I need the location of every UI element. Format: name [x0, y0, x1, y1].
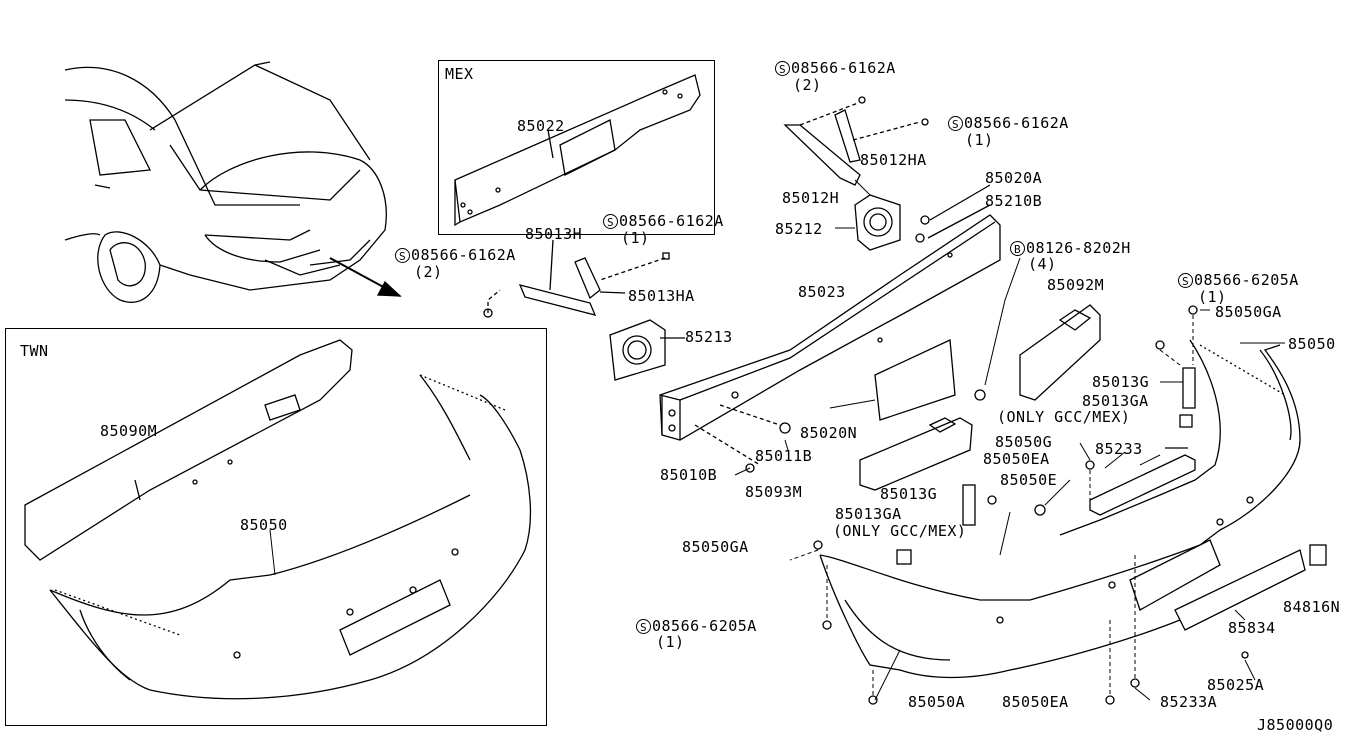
part-label-85213: 85213	[685, 328, 733, 346]
screw-qty-left: (2)	[414, 263, 443, 281]
screw-qty-mid: (1)	[621, 229, 650, 247]
bracket-85213	[609, 319, 685, 381]
screw-qty-right: (1)	[965, 131, 994, 149]
part-label-85050GA-left: 85050GA	[682, 538, 749, 556]
part-label-85050-twn: 85050	[240, 516, 288, 534]
part-label-85093M: 85093M	[745, 483, 803, 501]
screw-symbol-icon: S	[948, 116, 963, 131]
clips	[813, 305, 1198, 705]
screw-qty-6205A-top: (1)	[1198, 288, 1227, 306]
part-label-85050: 85050	[1288, 335, 1336, 353]
reinforcement-85023	[659, 214, 1001, 473]
screw-symbol-icon: S	[603, 214, 618, 229]
part-label-85012H: 85012H	[782, 189, 840, 207]
screw-symbol-icon: S	[636, 619, 651, 634]
part-label-85233A: 85233A	[1160, 693, 1218, 711]
part-label-85022: 85022	[517, 117, 565, 135]
part-label-85012HA: 85012HA	[860, 151, 927, 169]
part-label-85013G-top: 85013G	[1092, 373, 1150, 391]
bracket-85212	[854, 184, 991, 251]
part-label-85050E: 85050E	[1000, 471, 1058, 489]
leader-lines	[734, 179, 1285, 701]
part-label-85050EA-bottom: 85050EA	[1002, 693, 1069, 711]
part-label-85050A: 85050A	[908, 693, 966, 711]
bumper-fascia-85050	[819, 339, 1301, 679]
bracket-85834	[1174, 544, 1327, 659]
part-label-85212: 85212	[775, 220, 823, 238]
screw-symbol-icon: S	[1178, 273, 1193, 288]
indicator-arrow	[329, 257, 402, 297]
part-label-85013G-mid: 85013G	[880, 485, 938, 503]
screw-symbol-icon: S	[775, 61, 790, 76]
bolt-qty: (4)	[1028, 255, 1057, 273]
screw-symbol-icon: S	[395, 248, 410, 263]
absorber-85093M	[859, 417, 973, 491]
only-gcc-mex-note-top: (ONLY GCC/MEX)	[997, 408, 1131, 426]
diagram-id: J85000Q0	[1257, 716, 1334, 734]
part-label-85010B: 85010B	[660, 466, 718, 484]
bracket-85233	[1089, 447, 1196, 516]
twn-inset	[5, 328, 547, 726]
screw-qty-6205A-bottom: (1)	[656, 633, 685, 651]
screw-qty-top: (2)	[793, 76, 822, 94]
part-label-85020N: 85020N	[800, 424, 858, 442]
dashed-guides	[789, 315, 1194, 695]
part-label-85020A: 85020A	[985, 169, 1043, 187]
bracket-85012H	[783, 96, 929, 186]
bracket-85013H	[483, 239, 670, 318]
part-label-85013HA: 85013HA	[628, 287, 695, 305]
part-label-85013GA-top: 85013GA	[1082, 392, 1149, 410]
part-label-85210B: 85210B	[985, 192, 1043, 210]
bolt-leader	[984, 257, 1021, 386]
bolt	[974, 389, 986, 401]
only-gcc-mex-note-mid: (ONLY GCC/MEX)	[833, 522, 967, 540]
absorber-85092M	[1019, 304, 1101, 401]
twn-bumper-85050	[49, 374, 532, 700]
twn-absorber-85090M	[24, 339, 353, 561]
part-label-85233: 85233	[1095, 440, 1143, 458]
part-label-85050G: 85050G	[995, 433, 1053, 451]
part-label-85050EA-top: 85050EA	[983, 450, 1050, 468]
part-label-85011B: 85011B	[755, 447, 813, 465]
part-label-85090M: 85090M	[100, 422, 158, 440]
part-label-85025A: 85025A	[1207, 676, 1265, 694]
part-label-85092M: 85092M	[1047, 276, 1105, 294]
part-label-85050GA-top: 85050GA	[1215, 303, 1282, 321]
car-rear-view	[64, 61, 387, 303]
part-label-85023: 85023	[798, 283, 846, 301]
bolt-symbol-icon: B	[1010, 241, 1025, 256]
part-label-85834: 85834	[1228, 619, 1276, 637]
twn-label: TWN	[20, 342, 49, 360]
part-label-84816N: 84816N	[1283, 598, 1341, 616]
mex-inset	[438, 60, 715, 235]
mex-reinforcement-85022	[454, 74, 701, 227]
part-label-85013GA-mid: 85013GA	[835, 505, 902, 523]
part-label-85013H: 85013H	[525, 225, 583, 243]
mex-label: MEX	[445, 65, 474, 83]
